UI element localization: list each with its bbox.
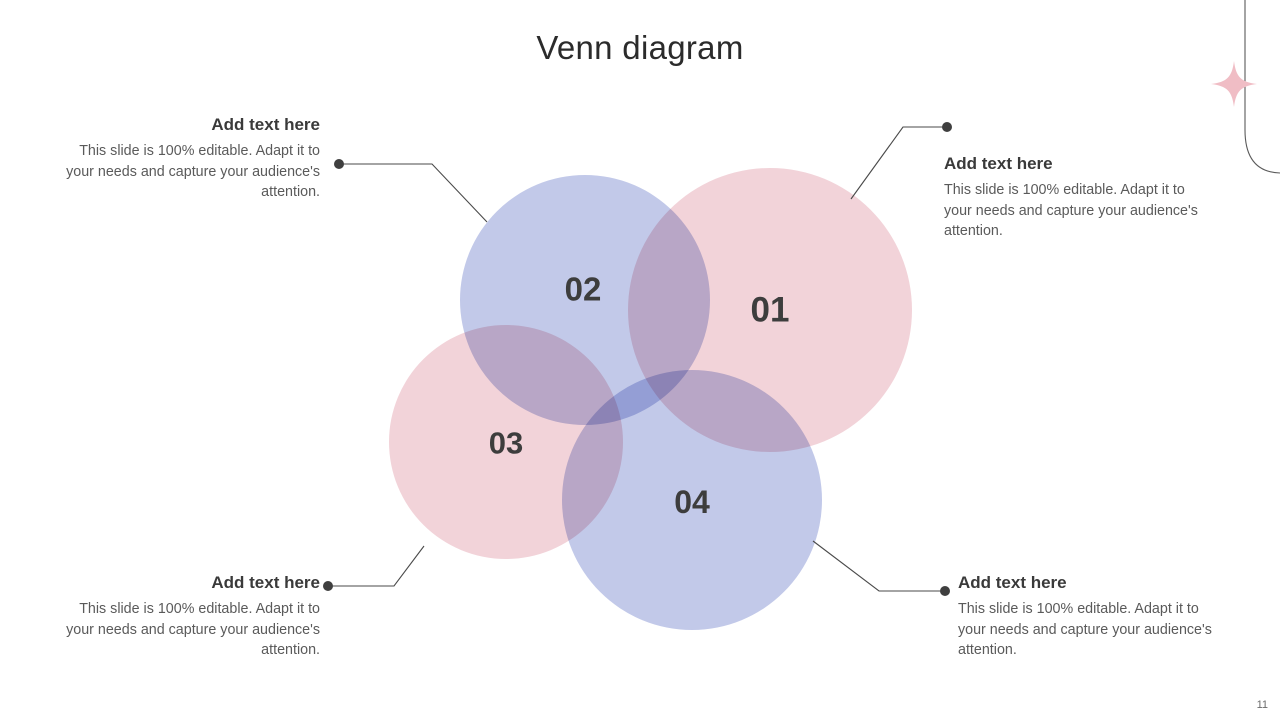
connector-line-top-left [341, 163, 488, 223]
venn-circle-04[interactable] [562, 370, 822, 630]
connector-lines [330, 126, 945, 592]
callout-top-right-heading: Add text here [944, 154, 1053, 173]
callout-top-right-body: This slide is 100% editable. Adapt it to… [944, 182, 1198, 239]
venn-circles [389, 168, 912, 630]
venn-label-03: 03 [489, 426, 523, 461]
connector-line-top-right [850, 126, 945, 200]
callout-top-right[interactable]: Add text here This slide is 100% editabl… [944, 152, 1206, 242]
connector-line-bottom-right [812, 540, 943, 592]
page-number: 11 [1256, 699, 1268, 711]
connector-dot-bottom-right [940, 586, 950, 596]
venn-label-01: 01 [751, 291, 790, 330]
connector-line-bottom-left [330, 545, 425, 587]
page-title: Venn diagram [536, 29, 744, 66]
connector-dot-top-right [942, 122, 952, 132]
connector-dot-top-left [334, 159, 344, 169]
connector-dots [323, 122, 952, 596]
callout-bottom-left[interactable]: Add text here This slide is 100% editabl… [58, 571, 320, 661]
callout-bottom-right-heading: Add text here [958, 573, 1067, 592]
callout-bottom-left-body: This slide is 100% editable. Adapt it to… [66, 601, 320, 658]
connector-dot-bottom-left [323, 581, 333, 591]
callout-bottom-right[interactable]: Add text here This slide is 100% editabl… [958, 571, 1220, 661]
venn-label-04: 04 [674, 484, 710, 520]
venn-label-02: 02 [565, 271, 602, 308]
corner-curve-decoration [1244, 0, 1280, 174]
sparkle-icon [1211, 61, 1257, 107]
callout-top-left-heading: Add text here [211, 115, 320, 134]
callout-bottom-right-body: This slide is 100% editable. Adapt it to… [958, 601, 1212, 658]
callout-top-left-body: This slide is 100% editable. Adapt it to… [66, 143, 320, 200]
callout-bottom-left-heading: Add text here [211, 573, 320, 592]
callout-top-left[interactable]: Add text here This slide is 100% editabl… [58, 113, 320, 203]
